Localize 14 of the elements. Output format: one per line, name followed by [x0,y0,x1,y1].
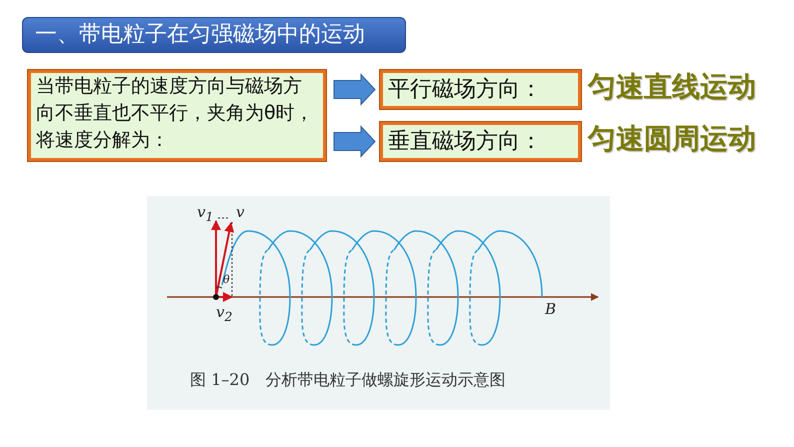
block-arrow [334,125,376,158]
vector-label: v$_{1}$ [197,205,214,224]
vector-label: θ [223,274,230,285]
vector-label: B [545,302,556,317]
block-arrow [334,73,376,106]
result-text: 匀速直线运动 [588,69,756,105]
vector-label: v [236,205,244,220]
vector-label: v$_{2}$ [216,305,232,324]
figure-caption: 图 1–20 分析带电粒子做螺旋形运动示意图 [190,370,506,391]
title-banner: 一、带电粒子在匀强磁场中的运动 [22,17,406,53]
text-box: 当带电粒子的速度方向与磁场方向不垂直也不平行，夹角为θ时，将速度分解为： [28,70,326,161]
text-box: 平行磁场方向： [380,70,581,109]
result-text: 匀速圆周运动 [588,121,756,157]
text-box: 垂直磁场方向： [380,122,581,161]
